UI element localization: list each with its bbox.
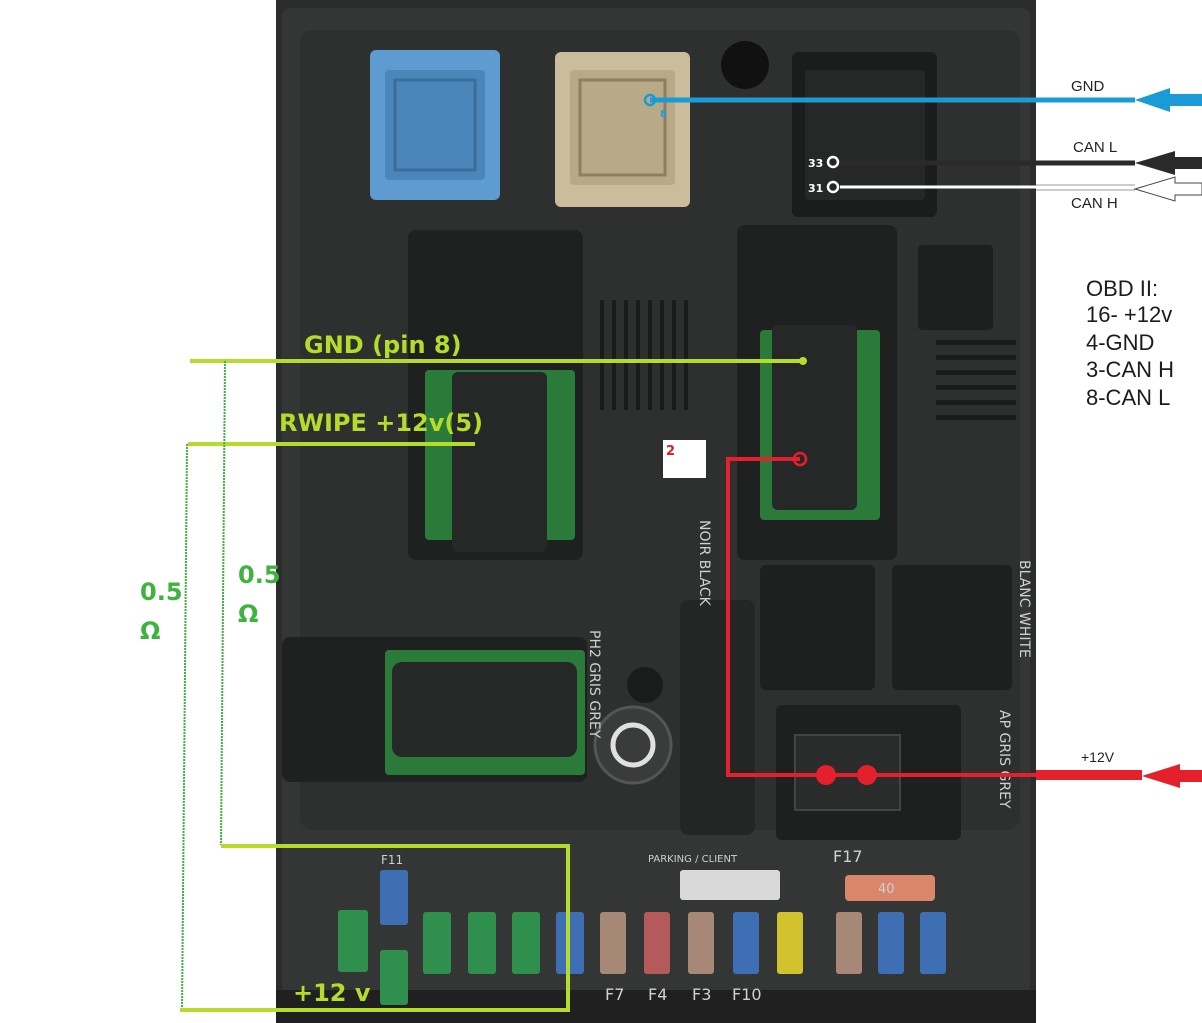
beige-connector [555, 52, 690, 207]
can-l-pin-marker [826, 155, 840, 169]
can-h-pin-number: 31 [808, 182, 823, 195]
plus12v-wire [663, 440, 1202, 788]
can-h-wire [826, 176, 1202, 202]
gnd-pin-marker [643, 93, 657, 107]
middle-right-connector [737, 225, 897, 560]
gnd-wire-label: GND [1071, 78, 1105, 95]
fuse-label-f7: F7 [605, 985, 624, 1004]
can-h-pin-marker [826, 180, 840, 194]
ohm-left-value: 0.5 [140, 578, 183, 606]
can-l-wire [826, 151, 1202, 175]
fuse-box-photo [276, 0, 1036, 1023]
ohm-right-unit: Ω [238, 600, 258, 628]
red-pin-number: 2 [666, 444, 675, 459]
obd-line-2: 4-GND [1086, 330, 1154, 355]
can-h-wire-label: CAN H [1071, 195, 1118, 212]
can-l-arrow-icon [1135, 151, 1202, 175]
relay-terminal-2 [857, 765, 877, 785]
gnd-pin-number: 8 [660, 109, 667, 120]
blue-connector [370, 50, 500, 200]
ohm-right-value: 0.5 [238, 561, 281, 589]
fuse-label-f3: F3 [692, 985, 711, 1004]
green-annotation-lines [180, 357, 807, 1012]
obd-legend: OBD II: 16- +12v 4-GND 3-CAN H 8-CAN L [1086, 276, 1174, 410]
f17-label: F17 [833, 847, 863, 866]
plus12v-wire-label: +12V [1081, 749, 1115, 765]
can-h-arrow-icon [1133, 176, 1202, 202]
obd-line-4: 8-CAN L [1086, 385, 1170, 410]
rwipe-label: RWIPE +12v(5) [279, 409, 483, 437]
lower-left-connector [282, 637, 587, 782]
middle-left-connector [408, 230, 583, 560]
fuse-label-f10: F10 [732, 985, 762, 1004]
gnd-arrow-icon [1135, 88, 1202, 112]
obd-line-3: 3-CAN H [1086, 357, 1174, 382]
plus12v-arrow-icon [1142, 764, 1202, 788]
f11-label: F11 [381, 853, 403, 867]
fuse-row [338, 870, 946, 1005]
obd-line-1: 16- +12v [1086, 302, 1172, 327]
fuse-label-f4: F4 [648, 985, 667, 1004]
red-pin-marker [792, 451, 808, 467]
gris-grey-left-label: PH2 GRIS GREY [586, 630, 602, 739]
pin2-label-box [663, 440, 706, 478]
can-l-wire-label: CAN L [1073, 139, 1117, 156]
gris-grey-right-label: AP GRIS GREY [996, 710, 1012, 809]
ohm-left-unit: Ω [140, 617, 160, 645]
blanc-white-label: BLANC WHITE [1016, 560, 1032, 658]
can-l-pin-number: 33 [808, 157, 823, 170]
obd-title: OBD II: [1086, 276, 1158, 301]
gnd-wire [643, 88, 1202, 112]
relay-terminal-1 [816, 765, 836, 785]
parking-client-label: PARKING / CLIENT [648, 854, 738, 865]
gnd-pin8-label: GND (pin 8) [304, 331, 462, 359]
noir-black-label: NOIR BLACK [696, 520, 712, 607]
f17-fuse-value: 40 [878, 882, 895, 897]
plus12v-bottom-label: +12 v [293, 979, 371, 1007]
